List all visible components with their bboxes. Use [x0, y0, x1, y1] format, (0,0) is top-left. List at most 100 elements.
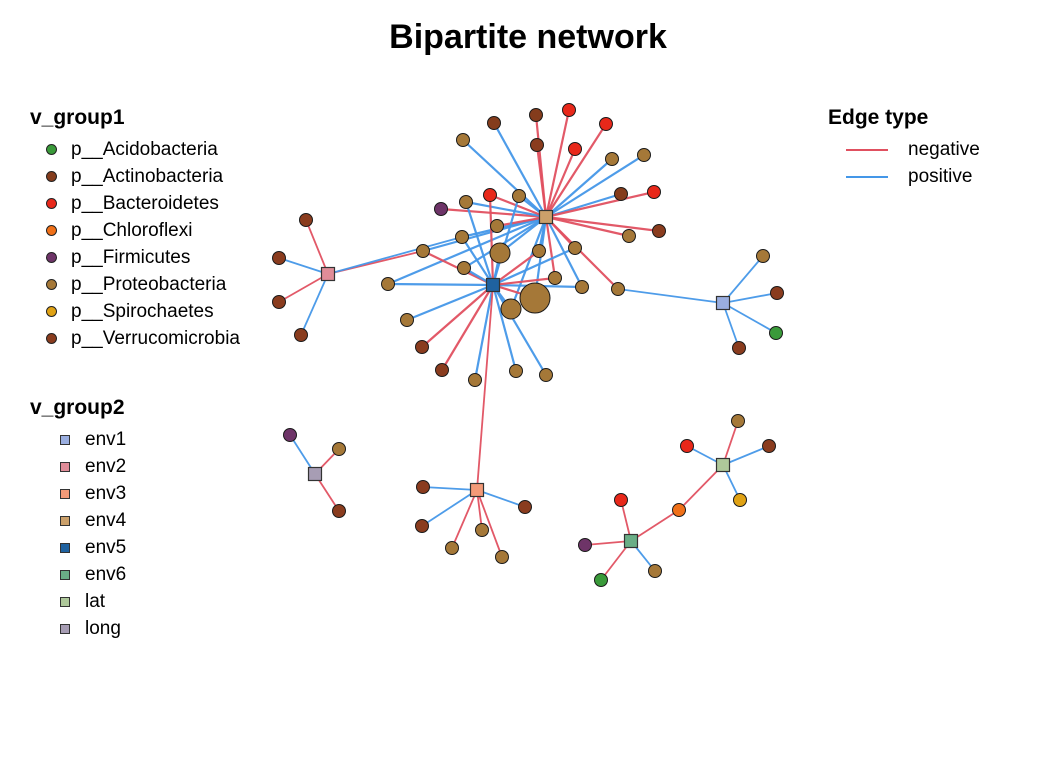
node-taxon [487, 116, 501, 130]
legend-title: v_group1 [30, 106, 125, 129]
edge-negative [441, 284, 494, 371]
square-marker-icon [60, 623, 70, 634]
node-taxon [381, 277, 395, 291]
edge-positive [465, 200, 547, 219]
circle-marker-icon [46, 333, 57, 344]
legend-label: negative [908, 138, 980, 160]
legend-v-group1: v_group1 p__Acidobacteria p__Actinobacter… [30, 106, 240, 352]
node-taxon [512, 189, 526, 203]
edge-negative [305, 219, 329, 275]
edge-positive [722, 302, 740, 349]
circle-marker-icon [46, 279, 57, 290]
node-taxon [400, 313, 414, 327]
node-taxon [532, 244, 546, 258]
node-taxon [562, 103, 576, 117]
chart-title: Bipartite network [389, 18, 667, 56]
nodes-layer [272, 103, 784, 587]
edge-positive [509, 216, 548, 310]
legend-item: p__Actinobacteria [30, 163, 240, 190]
edge-positive [464, 201, 495, 286]
edge-negative [476, 489, 503, 558]
node-taxon [594, 573, 608, 587]
edge-negative [544, 216, 557, 279]
node-taxon [416, 244, 430, 258]
edge-positive [327, 236, 463, 275]
circle-marker-icon [46, 144, 57, 155]
edge-negative [492, 250, 540, 286]
node-env6 [623, 533, 639, 549]
node-taxon [434, 202, 448, 216]
legend-item: env5 [30, 534, 126, 561]
node-taxon [483, 188, 497, 202]
legend-label: p__Bacteroidetes [71, 192, 219, 214]
node-taxon [332, 442, 346, 456]
edge-positive [278, 257, 329, 275]
node-taxon [294, 328, 308, 342]
node-taxon [283, 428, 297, 442]
edge-positive [493, 122, 547, 218]
legend-label: env5 [85, 536, 127, 558]
node-taxon [539, 368, 553, 382]
legend-label: env2 [85, 455, 127, 477]
node-taxon [456, 133, 470, 147]
node-taxon [672, 503, 686, 517]
edge-positive [422, 486, 478, 491]
edge-negative [488, 194, 495, 286]
node-taxon [299, 213, 313, 227]
edge-positive [473, 284, 495, 381]
edge-positive [300, 273, 329, 336]
edge-negative [545, 190, 655, 219]
legend-title: v_group2 [30, 396, 125, 419]
legend-item: p__Bacteroidetes [30, 190, 240, 217]
circle-marker-icon [46, 198, 57, 209]
legend-label: p__Firmicutes [71, 246, 191, 268]
node-taxon [415, 340, 429, 354]
edge-positive [722, 445, 770, 466]
legend-label: positive [908, 165, 973, 187]
edge-positive [545, 154, 645, 218]
square-marker-icon [60, 434, 70, 445]
legend-label: p__Actinobacteria [71, 165, 224, 187]
legend-label: p__Chloroflexi [71, 219, 193, 241]
legend-item: p__Verrucomicrobia [30, 325, 240, 352]
edge-negative [492, 276, 556, 287]
legend-label: p__Spirochaetes [71, 300, 214, 322]
edge-negative [545, 215, 660, 233]
edge-negative [421, 284, 494, 348]
edge-positive [492, 246, 576, 287]
node-taxon [415, 519, 429, 533]
node-taxon [611, 282, 625, 296]
node-taxon [568, 241, 582, 255]
edge-negative [544, 109, 571, 218]
edge-negative [496, 215, 547, 228]
edge-negative [278, 273, 329, 303]
legend-label: env4 [85, 509, 127, 531]
node-taxon [769, 326, 783, 340]
node-taxon [455, 230, 469, 244]
edge-positive [462, 139, 547, 218]
legend-item: env6 [30, 561, 126, 588]
node-taxon [614, 493, 628, 507]
edge-positive [492, 284, 547, 376]
edge-positive [722, 255, 764, 304]
legend-label: env3 [85, 482, 127, 504]
node-taxon [756, 249, 770, 263]
square-marker-icon [60, 461, 70, 472]
edge-negative [545, 215, 630, 238]
edge-positive [422, 215, 547, 253]
node-taxon [568, 142, 582, 156]
legend-label: p__Verrucomicrobia [71, 327, 240, 349]
edge-negative [544, 148, 577, 218]
legend-item: p__Chloroflexi [30, 217, 240, 244]
circle-marker-icon [46, 252, 57, 263]
node-taxon [459, 195, 473, 209]
edge-positive [406, 283, 494, 322]
node-env5 [485, 277, 501, 293]
legend-label: p__Acidobacteria [71, 138, 218, 160]
legend-item: negative [828, 136, 980, 163]
legend-label: p__Proteobacteria [71, 273, 227, 295]
edge-positive [421, 489, 478, 527]
circle-marker-icon [46, 306, 57, 317]
edge-negative [451, 489, 478, 549]
